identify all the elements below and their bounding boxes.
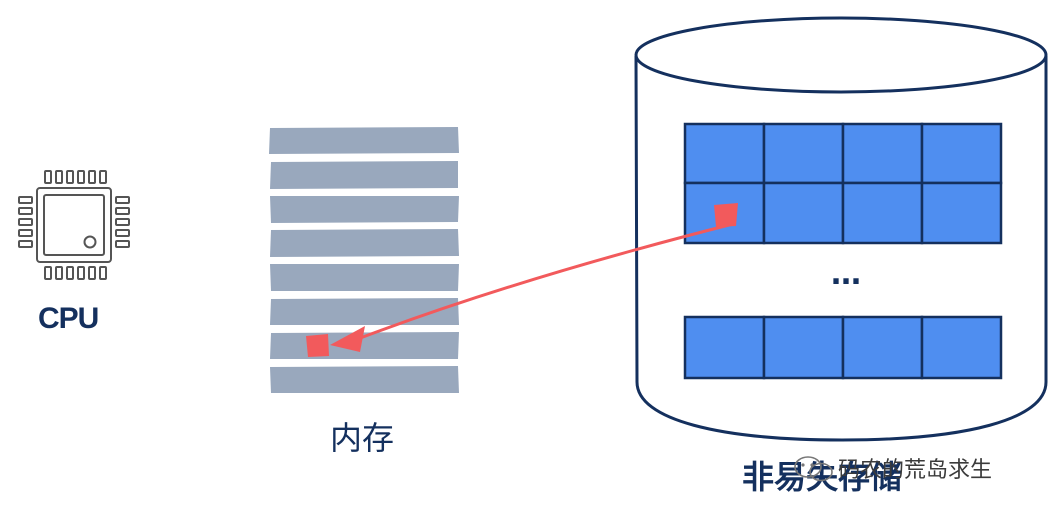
- storage-cell: [920, 122, 1003, 185]
- storage-cell: [841, 315, 924, 380]
- storage-cell: [920, 315, 1003, 380]
- memory-row: [270, 229, 459, 257]
- memory-row: [270, 264, 459, 291]
- wechat-icon: [794, 456, 833, 482]
- storage-grid: [683, 122, 1003, 380]
- watermark-text: 码农的荒岛求生: [838, 458, 993, 483]
- memory-block: [269, 127, 459, 393]
- memory-label: 内存: [330, 419, 395, 457]
- memory-row: [270, 196, 459, 223]
- cpu-label: CPU: [38, 302, 99, 335]
- storage-cell: [683, 315, 766, 380]
- nonvolatile-storage-label: 非易失存储: [742, 458, 903, 496]
- storage-cell: [920, 181, 1003, 245]
- memory-row: [270, 366, 459, 393]
- storage-cell: [683, 122, 766, 185]
- storage-ellipsis: …: [831, 257, 861, 292]
- storage-data-marker: [714, 203, 738, 227]
- memory-row: [269, 127, 459, 154]
- memory-row: [270, 161, 458, 189]
- storage-cell: [762, 181, 845, 245]
- copy-arrow: [330, 222, 734, 352]
- memory-data-marker: [306, 334, 329, 357]
- storage-cell: [841, 122, 924, 185]
- storage-cell: [762, 315, 845, 380]
- storage-cell: [841, 181, 924, 245]
- cpu-chip-icon: [18, 170, 130, 280]
- storage-cell: [762, 122, 845, 185]
- storage-cylinder: [634, 16, 1048, 442]
